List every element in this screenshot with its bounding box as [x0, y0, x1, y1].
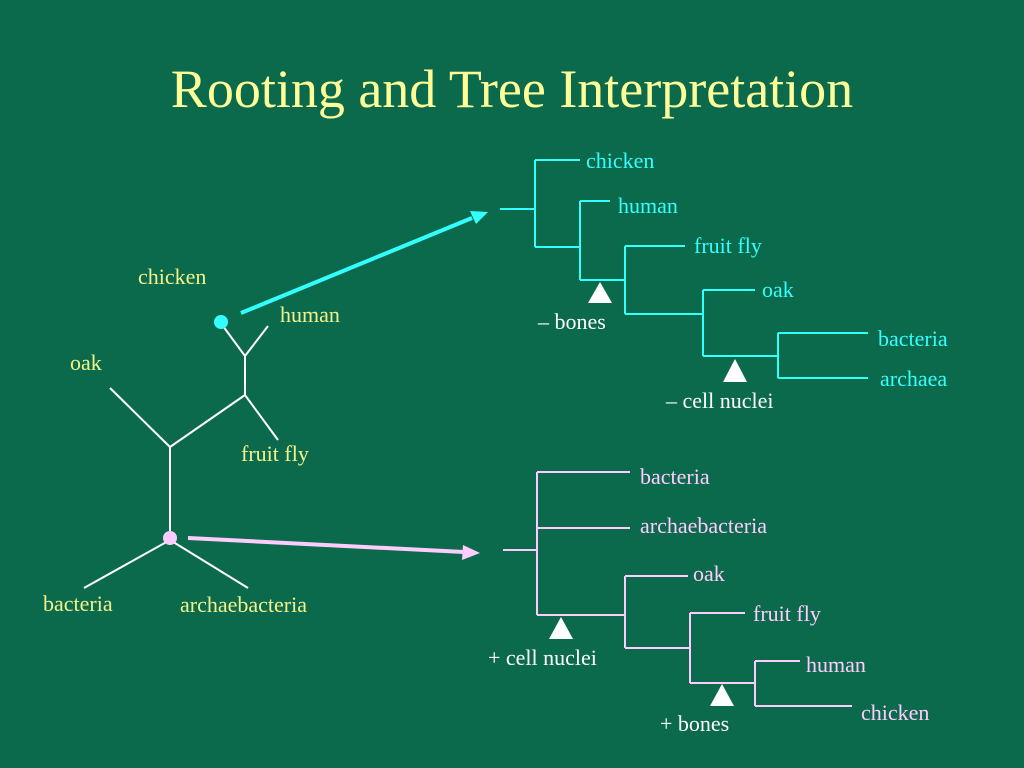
event-marker-bones-loss: [588, 282, 612, 303]
event-marker-bones-gain: [710, 684, 734, 706]
unrooted-label-chicken: chicken: [138, 264, 206, 289]
branch-fruit-fly: [244, 394, 279, 441]
branch-human: [244, 325, 269, 357]
branch-oak: [109, 387, 171, 448]
unrooted-tree: [83, 321, 279, 589]
top-event-bones: – bones: [537, 309, 606, 334]
unrooted-label-human: human: [280, 302, 340, 327]
bottom-leaf-fruit-fly: fruit fly: [753, 601, 821, 626]
slide-title: Rooting and Tree Interpretation: [170, 59, 854, 119]
top-leaf-oak: oak: [762, 277, 794, 302]
pink-root-marker: [163, 531, 177, 545]
bottom-leaf-archaebacteria: archaebacteria: [640, 513, 767, 538]
cyan-arrow: [240, 211, 488, 315]
top-leaf-chicken: chicken: [586, 148, 654, 173]
bottom-event-cell-nuclei: + cell nuclei: [488, 645, 597, 670]
rooted-tree-top: [500, 159, 868, 379]
unrooted-label-fruit-fly: fruit fly: [241, 441, 309, 466]
pink-arrow: [187, 536, 480, 560]
bottom-leaf-human: human: [806, 652, 866, 677]
bottom-leaf-chicken: chicken: [861, 700, 929, 725]
event-marker-nuclei-gain: [549, 617, 573, 639]
unrooted-label-oak: oak: [70, 350, 102, 375]
branch-internal: [169, 394, 246, 448]
bottom-event-bones: + bones: [660, 711, 729, 736]
rooted-tree-bottom: [503, 471, 852, 707]
top-leaf-human: human: [618, 193, 678, 218]
branch-archaebacteria: [169, 539, 249, 589]
cyan-root-marker: [214, 315, 228, 329]
bottom-leaf-bacteria: bacteria: [640, 464, 710, 489]
unrooted-label-archaebacteria: archaebacteria: [180, 592, 307, 617]
top-leaf-bacteria: bacteria: [878, 326, 948, 351]
top-event-cell-nuclei: – cell nuclei: [665, 388, 774, 413]
bottom-leaf-oak: oak: [693, 561, 725, 586]
unrooted-label-bacteria: bacteria: [43, 591, 113, 616]
branch-bacteria: [83, 539, 171, 589]
top-leaf-archaea: archaea: [880, 366, 947, 391]
top-leaf-fruit-fly: fruit fly: [694, 233, 762, 258]
event-marker-nuclei-loss: [723, 359, 747, 382]
